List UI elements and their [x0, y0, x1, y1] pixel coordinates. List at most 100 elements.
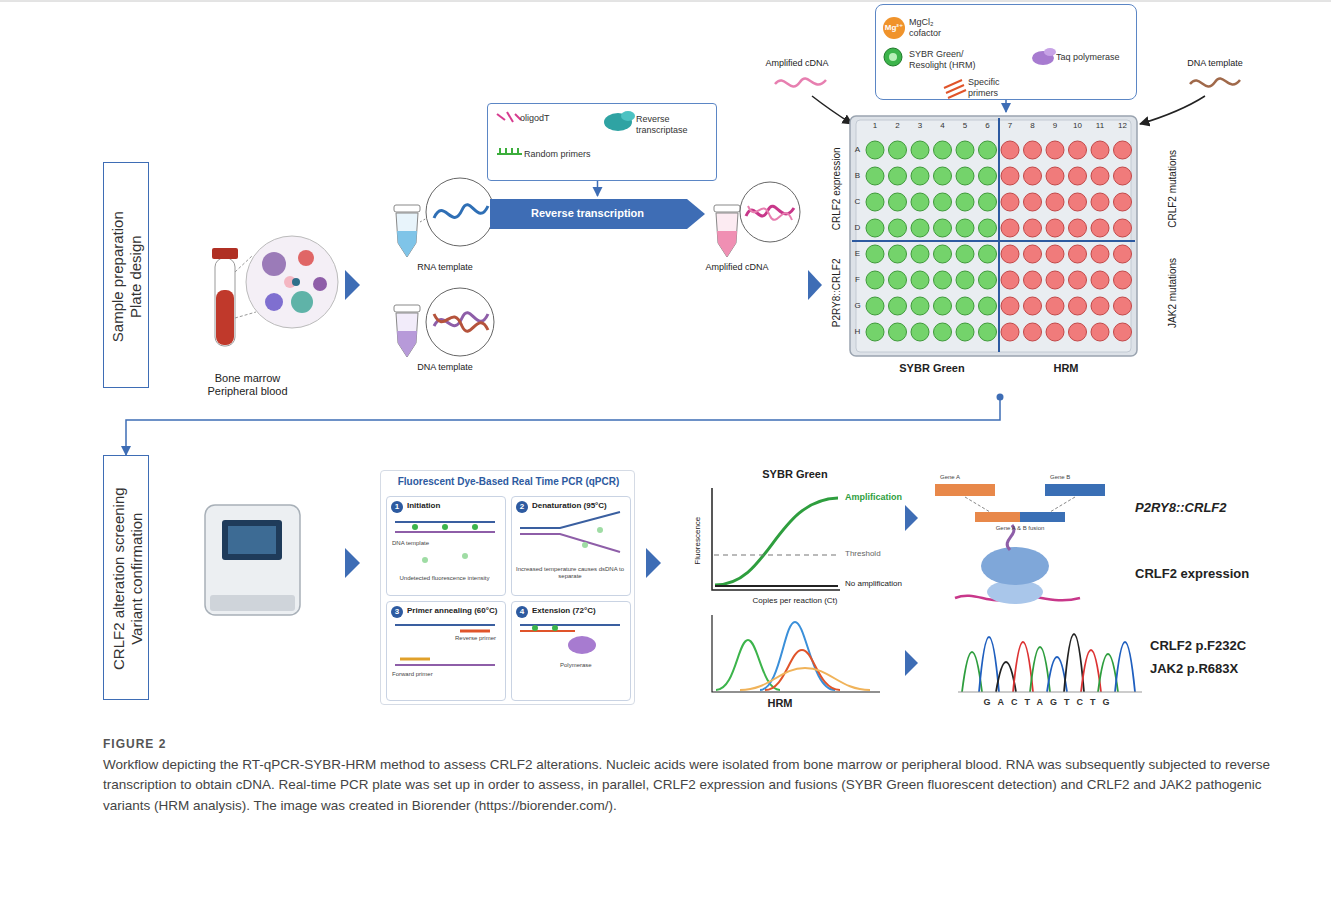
node-text: P2RY8::CRLF2 — [831, 243, 843, 343]
plate-well — [1069, 167, 1087, 185]
qpcr-machine — [205, 505, 300, 615]
node-text: CRLF2 expression — [831, 139, 843, 239]
plate-index: 8 — [1024, 121, 1042, 130]
sybr-icon — [884, 48, 902, 66]
plate-index: 5 — [956, 121, 974, 130]
plate-well — [1046, 245, 1064, 263]
plate-well — [1046, 141, 1064, 159]
plate-index: E — [852, 249, 863, 258]
node-text: HRM — [1026, 362, 1106, 375]
plate-index: 12 — [1114, 121, 1132, 130]
taq-icon — [1032, 48, 1056, 65]
annotation-label: Polymerase — [560, 662, 610, 669]
plate-well — [956, 297, 974, 315]
node-text: 1 — [391, 501, 403, 513]
plate-well — [911, 219, 929, 237]
plate-well — [979, 271, 997, 289]
plate-well — [934, 167, 952, 185]
plate-index: H — [852, 327, 863, 336]
plate-well — [1001, 271, 1019, 289]
plate-well — [934, 323, 952, 341]
annotation-label: Bone marrow Peripheral blood — [200, 372, 295, 398]
plate-well — [1091, 167, 1109, 185]
plate-well — [1091, 323, 1109, 341]
plate-well — [1069, 297, 1087, 315]
chromatogram-baseline — [958, 692, 1142, 693]
plate-well — [956, 323, 974, 341]
node-text: oligodT — [520, 113, 590, 124]
fusion-gene-picture — [935, 484, 1105, 522]
plate-divider — [998, 118, 1000, 352]
flow-connector — [126, 395, 1000, 455]
plate-well — [911, 297, 929, 315]
rna-tube — [394, 205, 420, 257]
node-text: Reverse transcriptase — [636, 114, 711, 135]
annotation-label: DNA template — [400, 362, 490, 373]
annotation-label: P2RY8::CRLF2 — [1135, 500, 1295, 515]
figure-caption: Workflow depicting the RT-qPCR-SYBR-HRM … — [103, 755, 1303, 816]
annotation-label: Gene A — [940, 474, 985, 481]
annotation-label: DNA template — [392, 540, 452, 547]
plate-well — [934, 297, 952, 315]
cdna-squiggle — [775, 79, 826, 87]
plate-index: F — [852, 275, 863, 284]
node-text: 3 — [391, 606, 403, 618]
chromatogram-peak — [1064, 634, 1084, 692]
chromatogram — [958, 634, 1142, 692]
plate-well — [1046, 271, 1064, 289]
annotation-label: Reverse primer — [455, 635, 500, 642]
plate-well — [866, 219, 884, 237]
plate-well — [1024, 323, 1042, 341]
annotation-label: Amplification — [845, 492, 920, 503]
cdna-zoom — [740, 182, 800, 242]
plate-well — [1001, 167, 1019, 185]
flow-connector — [597, 181, 599, 196]
annotation-label: Amplified cDNA — [752, 58, 842, 69]
dna-tube — [394, 305, 420, 357]
plate-well — [1001, 245, 1019, 263]
plate-index: 2 — [889, 121, 907, 130]
plate-well — [889, 271, 907, 289]
step-box: 3Primer annealing (60°C) — [386, 601, 506, 701]
ribosome-picture — [955, 525, 1080, 604]
plate-well — [1069, 141, 1087, 159]
plate-well — [1069, 219, 1087, 237]
plate-well — [911, 245, 929, 263]
flow-connector — [1005, 100, 1007, 112]
plate-well — [1091, 141, 1109, 159]
dna-squiggle — [1190, 79, 1240, 87]
plate-well — [979, 245, 997, 263]
flow-chevron — [905, 505, 918, 531]
flow-chevron — [905, 650, 918, 676]
plate-well — [1091, 297, 1109, 315]
annotation-label: CRLF2 p.F232C — [1150, 638, 1310, 653]
annotation-label: FIGURE 2 — [103, 737, 303, 751]
annotation-label: HRM — [750, 697, 810, 710]
plate-well — [889, 141, 907, 159]
flow-chevron — [345, 270, 360, 300]
plate-well — [1046, 297, 1064, 315]
chromatogram-peak — [1115, 642, 1135, 692]
plate-well — [866, 271, 884, 289]
annotation-label: Forward primer — [392, 671, 452, 678]
plate-well — [1069, 193, 1087, 211]
reagent-box: oligodTReverse transcriptaseRandom prime… — [487, 103, 717, 181]
primers-icon — [944, 80, 966, 98]
plate-well — [1114, 297, 1132, 315]
plate-well — [956, 141, 974, 159]
plate-well — [866, 193, 884, 211]
node-text: MgCl₂ cofactor — [909, 17, 959, 38]
plate-well — [889, 323, 907, 341]
plate-well — [866, 297, 884, 315]
flow-chevron — [646, 548, 661, 578]
cdna-tube — [714, 205, 740, 257]
plate-well — [911, 167, 929, 185]
node-text: SYBR Green/ Resolight (HRM) — [909, 49, 984, 70]
plate-well — [956, 167, 974, 185]
plate-well — [934, 271, 952, 289]
plate-well — [911, 141, 929, 159]
reverse-transcriptase-icon — [604, 111, 635, 131]
plate-well — [1046, 193, 1064, 211]
plate-well — [1114, 193, 1132, 211]
